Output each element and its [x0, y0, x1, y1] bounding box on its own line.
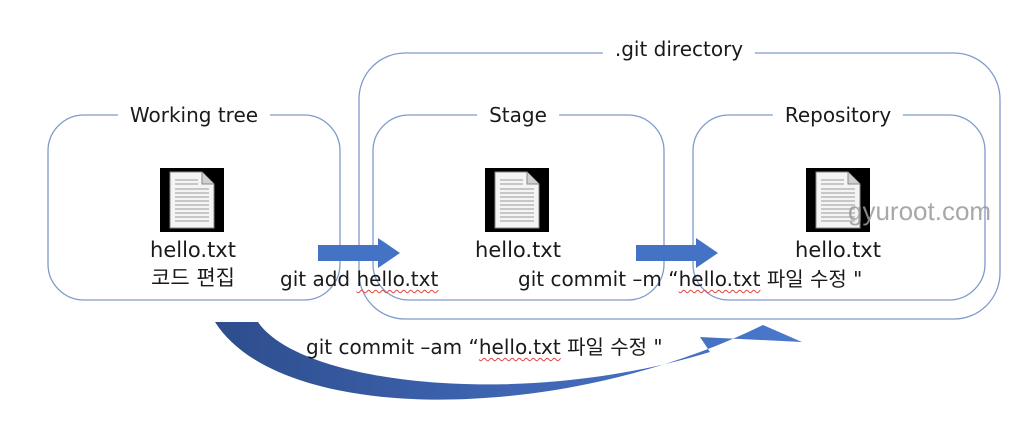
git-directory-title: .git directory	[602, 39, 756, 59]
stage-file-name: hello.txt	[475, 238, 561, 262]
repository-title: Repository	[772, 105, 904, 125]
git-commit-all-command: git commit –am “hello.txt 파일 수정 "	[306, 335, 663, 359]
right-arrow-icon	[636, 238, 718, 268]
repository-file-name: hello.txt	[795, 238, 881, 262]
stage-title: Stage	[477, 105, 559, 125]
git-commit-command: git commit –m “hello.txt 파일 수정 "	[518, 267, 863, 291]
file-icon	[159, 167, 225, 233]
watermark: gyuroot.com	[848, 196, 992, 226]
curved-arrow-icon	[215, 322, 802, 400]
working-tree-caption: 코드 편집	[151, 266, 235, 290]
working-tree-title: Working tree	[117, 105, 271, 125]
file-icon	[484, 167, 550, 233]
right-arrow-icon	[318, 238, 400, 268]
git-add-command: git add hello.txt	[280, 267, 439, 291]
working-tree-file-name: hello.txt	[150, 238, 236, 262]
